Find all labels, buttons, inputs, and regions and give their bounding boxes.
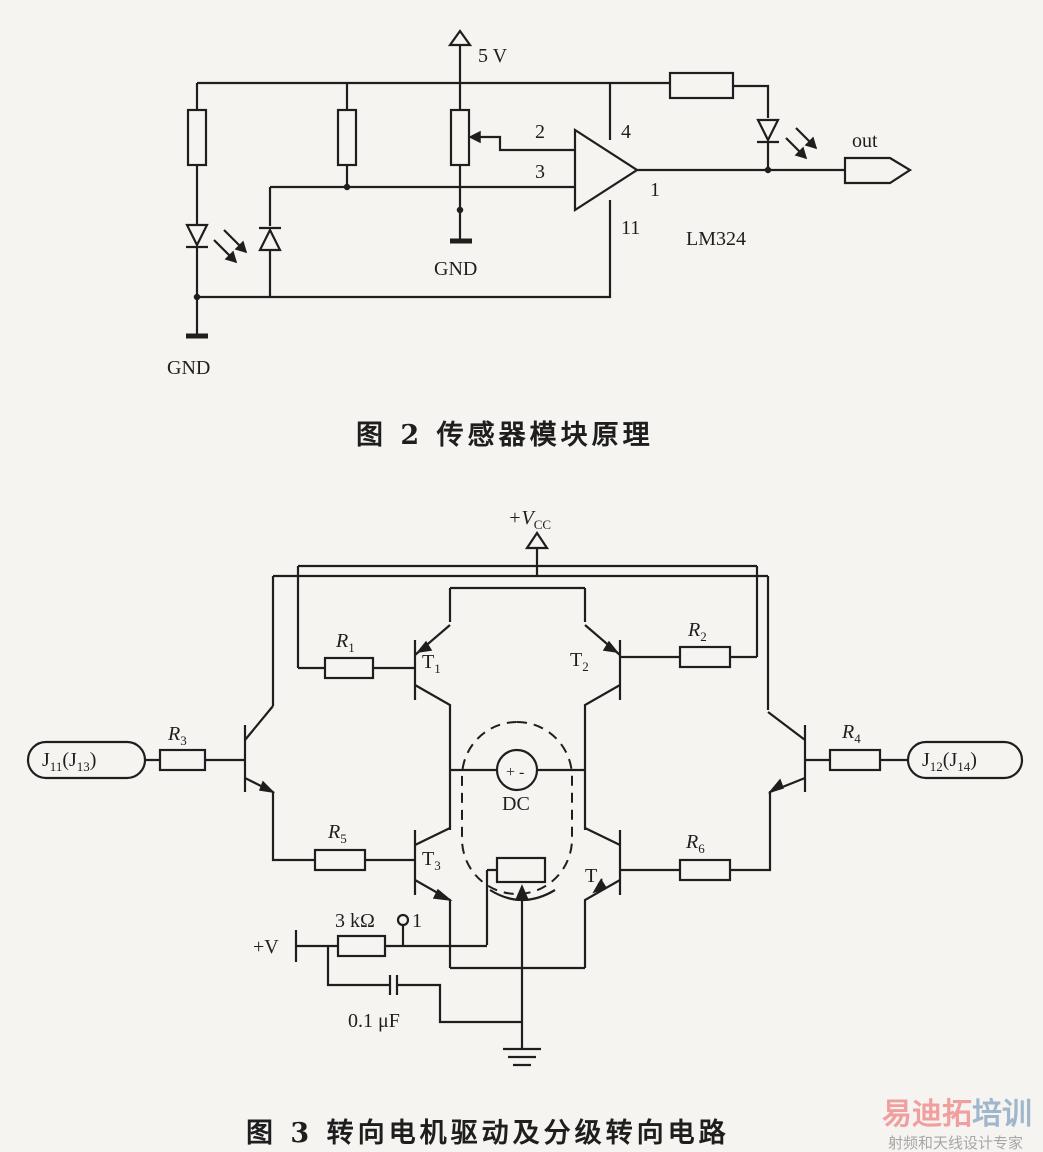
output-connector-icon xyxy=(843,156,913,185)
resistor-r1 xyxy=(323,656,375,680)
ir-led-emitter-icon xyxy=(185,223,248,264)
connector-j12-label: J12(J14) xyxy=(922,749,977,774)
transistor-t1 xyxy=(413,624,452,830)
resistor-r2 xyxy=(678,645,732,669)
junction-dot xyxy=(456,206,464,214)
sensor-module-schematic: 5 V GND GND 2 3 4 1 11 LM324 out 图 2 传感器… xyxy=(167,29,913,451)
resistor-r3 xyxy=(158,748,207,772)
pin-11-label: 11 xyxy=(621,217,640,239)
r2-label: R2 xyxy=(687,619,707,644)
capacitor-icon xyxy=(388,975,399,995)
supply-arrow-icon xyxy=(447,29,473,47)
watermark-blue-text: 培训 xyxy=(972,1097,1032,1132)
t2-label: T2 xyxy=(570,649,589,674)
chip-label: LM324 xyxy=(686,228,746,250)
gnd-label: GND xyxy=(167,357,210,379)
steering-motor-driver-schematic: + - xyxy=(26,507,1024,1149)
r5-label: R5 xyxy=(327,821,347,846)
pin-3-label: 3 xyxy=(535,161,545,183)
bridge-top-wire xyxy=(448,586,587,622)
left-driver-transistor xyxy=(243,705,415,862)
feedback-potentiometer xyxy=(495,856,547,884)
resistor-3k-label: 3 kΩ xyxy=(335,910,375,932)
connector-j11 xyxy=(26,740,147,780)
op-amp-lm324 xyxy=(573,127,640,213)
vcc-arrow-icon xyxy=(524,531,550,550)
gnd-label: GND xyxy=(434,258,477,280)
supply-network-wire xyxy=(296,925,522,1024)
r3-label: R3 xyxy=(167,723,187,748)
supply-v-label: +V xyxy=(253,936,279,958)
figure-3-caption: 图 3 转向电机驱动及分级转向电路 xyxy=(246,1117,730,1149)
watermark-subtitle: 射频和天线设计专家 xyxy=(888,1134,1023,1152)
bottom-gnd-wire xyxy=(197,200,612,299)
connector-j11-label: J11(J13) xyxy=(42,749,96,774)
indicator-led-icon xyxy=(756,118,818,160)
watermark-logo: 易迪拓 培训 射频和天线设计专家 xyxy=(882,1097,1032,1152)
potentiometer xyxy=(449,108,471,167)
test-terminal-1 xyxy=(396,913,410,927)
junction-dot xyxy=(193,293,201,301)
t1-label: T1 xyxy=(422,651,441,676)
terminal-1-label: 1 xyxy=(412,910,422,932)
connector-j12 xyxy=(906,740,1024,780)
noninverting-input-wire xyxy=(268,185,575,297)
t4-label: T4 xyxy=(585,865,604,890)
resistor-3k xyxy=(336,934,387,958)
right-driver-transistor xyxy=(620,711,807,872)
r1-label: R1 xyxy=(335,630,355,655)
resistor-r6 xyxy=(678,858,732,882)
transistor-t2 xyxy=(583,624,622,830)
junction-dot xyxy=(764,166,772,174)
pin-4-label: 4 xyxy=(621,121,631,143)
t3-label: T3 xyxy=(422,848,441,873)
output-label: out xyxy=(852,130,878,152)
pot-wiper-arrow-icon xyxy=(468,130,481,144)
resistor-output xyxy=(668,71,735,100)
resistor-r5 xyxy=(313,848,367,872)
motor-polarity-icon: + - xyxy=(506,764,524,781)
r4-label: R4 xyxy=(841,721,861,746)
vcc-bus-wire xyxy=(271,548,770,710)
transistor-t3 xyxy=(413,827,453,968)
motor-label: DC xyxy=(502,793,530,815)
resistor-left xyxy=(186,108,208,167)
watermark-red-text: 易迪拓 xyxy=(882,1097,972,1132)
vcc-label: +VCC xyxy=(508,507,551,532)
pin-2-label: 2 xyxy=(535,121,545,143)
wiper-arc xyxy=(489,889,556,901)
top-rail-wire xyxy=(197,45,770,240)
supply-5v-label: 5 V xyxy=(478,45,508,67)
r6-label: R6 xyxy=(685,831,705,856)
figure-2-caption: 图 2 传感器模块原理 xyxy=(356,419,654,451)
pin-1-label: 1 xyxy=(650,179,660,201)
capacitor-label: 0.1 μF xyxy=(348,1010,400,1032)
ground-symbol-icon xyxy=(503,1047,541,1067)
transistor-t4 xyxy=(583,827,622,968)
resistor-r4 xyxy=(828,748,882,772)
motor-pot-coupling-outline xyxy=(461,721,573,895)
inverting-input-wire xyxy=(474,135,575,152)
resistor-mid xyxy=(336,108,358,167)
photodiode-icon xyxy=(258,226,282,252)
dc-motor-icon xyxy=(495,748,539,792)
junction-dot xyxy=(343,183,351,191)
